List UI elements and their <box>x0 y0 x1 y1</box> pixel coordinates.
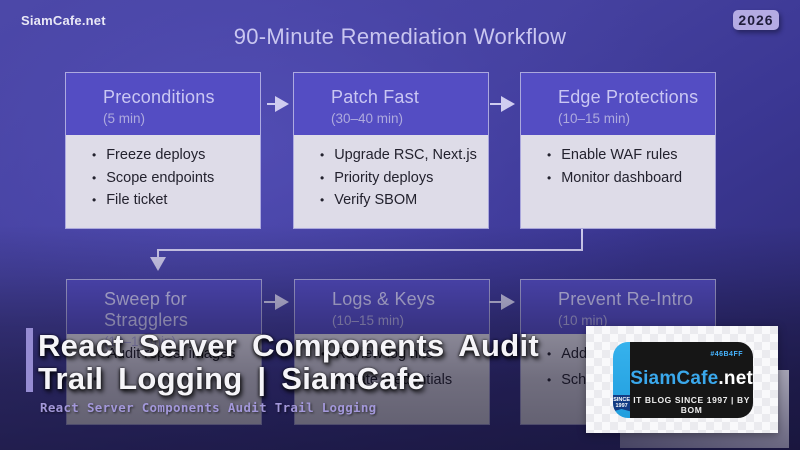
box-header: Patch Fast (30–40 min) <box>294 73 488 135</box>
list-item-text: Upgrade RSC, Next.js <box>334 147 477 163</box>
list-item: • Scope endpoints <box>92 170 254 186</box>
bullet-dot: • <box>320 170 325 185</box>
list-item-text: Scope endpoints <box>106 169 215 186</box>
box-title: Preconditions <box>103 87 215 107</box>
siamcafe-logo-card: SINCE 1997 #46B4FF SiamCafe.net IT BLOG … <box>586 326 778 433</box>
list-item: • Enable WAF rules <box>547 147 709 163</box>
video-headline: React Server Components Audit Trail Logg… <box>38 329 658 395</box>
headline-line1: React Server Components Audit <box>38 328 539 363</box>
logo-hex-code: #46B4FF <box>710 351 743 358</box>
bullet-dot: • <box>320 193 325 207</box>
box-header: Logs & Keys (10–15 min) <box>295 280 489 334</box>
list-item-text: File ticket <box>106 192 168 208</box>
list-item: • Monitor dashboard <box>547 170 709 186</box>
list-item-text: Enable WAF rules <box>561 147 678 163</box>
site-label: SiamCafe.net <box>21 13 106 28</box>
list-item-text: Freeze deploys <box>106 147 206 163</box>
box-body: • Enable WAF rules • Monitor dashboard <box>521 135 715 228</box>
bullet-dot: • <box>547 170 552 185</box>
list-item: • Upgrade RSC, Next.js <box>320 147 482 163</box>
logo-tagline: IT BLOG SINCE 1997 | BY BOM <box>633 395 750 415</box>
year-badge: 2026 <box>733 10 779 30</box>
flow-box-edge-protections: Edge Protections (10–15 min) • Enable WAF… <box>520 72 716 229</box>
slide-title: 90-Minute Remediation Workflow <box>233 24 567 49</box>
box-title: Prevent Re-Intro <box>558 289 694 309</box>
headline-accent-bar <box>26 328 33 392</box>
video-subtitle: React Server Components Audit Trail Logg… <box>40 400 377 415</box>
logo-main-panel: #46B4FF SiamCafe.net IT BLOG SINCE 1997 … <box>630 342 753 418</box>
list-item-text: Priority deploys <box>334 169 434 186</box>
list-item: • Verify SBOM <box>320 192 482 208</box>
list-item: • File ticket <box>92 192 254 208</box>
bullet-dot: • <box>92 170 97 185</box>
box-duration: (10–15 min) <box>558 111 631 126</box>
list-item: • Priority deploys <box>320 170 482 186</box>
since-1997-ribbon: SINCE 1997 <box>613 395 633 412</box>
flow-box-preconditions: Preconditions (5 min) • Freeze deploys • Sc… <box>65 72 261 229</box>
bullet-dot: • <box>547 148 552 162</box>
box-title: Edge Protections <box>558 87 699 107</box>
box-header: Preconditions (5 min) <box>66 73 260 135</box>
box-body: • Upgrade RSC, Next.js • Priority deploys • V… <box>294 135 488 228</box>
box-title: Sweep for Stragglers <box>104 289 189 330</box>
box-duration: (10–15 min) <box>332 313 405 328</box>
box-body: • Freeze deploys • Scope endpoints • File tic… <box>66 135 260 228</box>
siamcafe-logo: SINCE 1997 #46B4FF SiamCafe.net IT BLOG … <box>613 342 753 418</box>
box-header: Edge Protections (10–15 min) <box>521 73 715 135</box>
list-item: • Freeze deploys <box>92 147 254 163</box>
flow-box-patch-fast: Patch Fast (30–40 min) • Upgrade RSC, Nex… <box>293 72 489 229</box>
box-title: Logs & Keys <box>332 289 436 309</box>
box-duration: (30–40 min) <box>331 111 404 126</box>
logo-brand-suffix: .net <box>718 368 753 389</box>
box-title: Patch Fast <box>331 87 420 107</box>
headline-line2: Trail Logging | SiamCafe <box>38 361 425 396</box>
logo-brand-text: SiamCafe.net <box>630 368 753 390</box>
list-item-text: Verify SBOM <box>334 192 418 208</box>
box-duration: (5 min) <box>103 111 146 126</box>
arrow-b3-b4 <box>150 229 583 271</box>
bullet-dot: • <box>92 148 97 162</box>
list-item-text: Monitor dashboard <box>561 169 683 186</box>
bullet-dot: • <box>92 193 97 207</box>
bullet-dot: • <box>320 148 325 162</box>
box-header: Sweep for Stragglers (10–15 min) <box>67 280 261 349</box>
logo-brand-primary: SiamCafe <box>630 368 719 389</box>
logo-blue-stripe: SINCE 1997 <box>613 342 633 418</box>
